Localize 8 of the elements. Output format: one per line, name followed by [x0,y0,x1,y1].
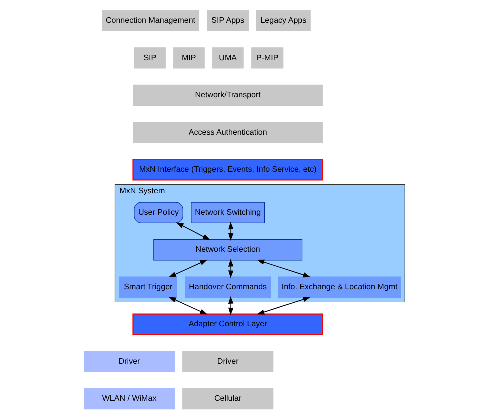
arrow [256,260,310,278]
arrow [228,222,234,241]
arrow [176,222,210,240]
arrow [168,297,208,315]
arrow [228,296,234,316]
arrow [256,297,310,315]
arrow [168,260,208,278]
arrow [228,259,234,278]
